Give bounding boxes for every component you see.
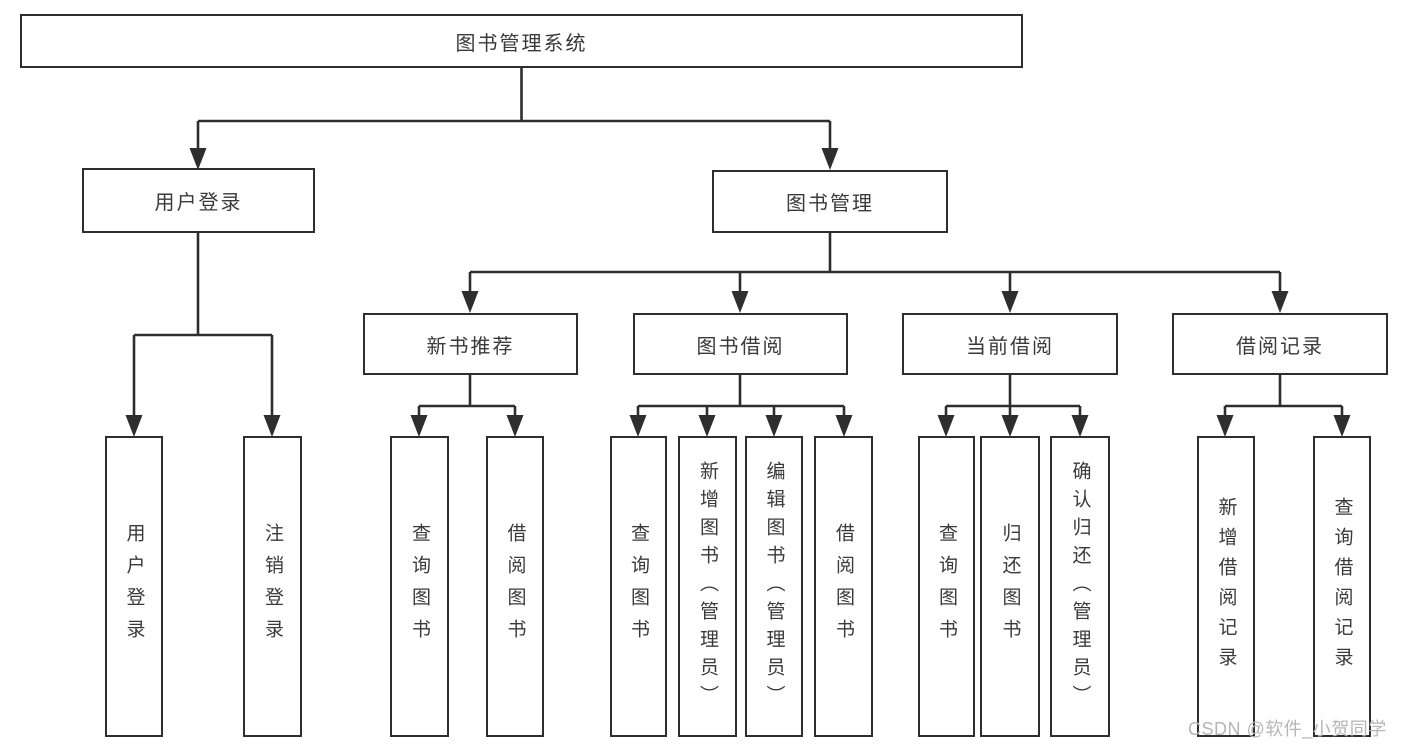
leaf-recommend-borrow-books-label: 借阅图书 [504, 522, 526, 651]
connector-current-borrow-children [937, 375, 1089, 437]
node-current-borrow: 当前借阅 [902, 313, 1118, 375]
leaf-return-books: 归还图书 [980, 436, 1040, 737]
leaf-logout-label: 注销登录 [262, 522, 283, 651]
leaf-logout: 注销登录 [243, 436, 302, 737]
leaf-add-borrow-record: 新增借阅记录 [1197, 436, 1255, 737]
node-new-book-recommend: 新书推荐 [363, 313, 578, 375]
connector-new-book-recommend-children [410, 375, 524, 437]
node-library-management-system: 图书管理系统 [20, 14, 1023, 68]
leaf-borrow-books: 借阅图书 [814, 436, 873, 737]
connector-book-management-children [461, 233, 1289, 313]
node-book-management: 图书管理 [712, 170, 948, 233]
leaf-borrow-query-books-label: 查询图书 [628, 522, 649, 651]
connector-root-to-level2 [189, 66, 839, 170]
connector-borrow-records-children [1216, 375, 1351, 437]
leaf-recommend-query-books-label: 查询图书 [409, 522, 430, 651]
leaf-add-books-admin-label: 新增图书（管理员） [697, 460, 718, 713]
leaf-query-borrow-record: 查询借阅记录 [1313, 436, 1371, 737]
leaf-recommend-borrow-books: 借阅图书 [486, 436, 544, 737]
leaf-return-books-label: 归还图书 [999, 522, 1021, 651]
leaf-confirm-return-admin: 确认归还（管理员） [1050, 436, 1110, 737]
leaf-current-query-books-label: 查询图书 [936, 522, 957, 651]
leaf-confirm-return-admin-label: 确认归还（管理员） [1069, 460, 1091, 713]
node-borrow-records: 借阅记录 [1172, 313, 1388, 375]
leaf-user-login-label: 用户登录 [123, 522, 145, 651]
leaf-recommend-query-books: 查询图书 [390, 436, 449, 737]
watermark: CSDN @软件_小贺同学 [1188, 719, 1387, 739]
leaf-add-borrow-record-label: 新增借阅记录 [1215, 496, 1237, 677]
node-book-borrow: 图书借阅 [633, 313, 848, 375]
leaf-borrow-books-label: 借阅图书 [833, 522, 854, 651]
leaf-add-books-admin: 新增图书（管理员） [678, 436, 737, 737]
leaf-borrow-query-books: 查询图书 [610, 436, 667, 737]
leaf-query-borrow-record-label: 查询借阅记录 [1331, 496, 1353, 677]
leaf-edit-books-admin-label: 编辑图书（管理员） [763, 460, 785, 713]
leaf-user-login: 用户登录 [105, 436, 163, 737]
leaf-edit-books-admin: 编辑图书（管理员） [745, 436, 803, 737]
leaf-current-query-books: 查询图书 [918, 436, 975, 737]
connector-book-borrow-children [629, 375, 853, 437]
node-user-login: 用户登录 [82, 168, 315, 233]
connector-user-login-children [125, 233, 281, 437]
